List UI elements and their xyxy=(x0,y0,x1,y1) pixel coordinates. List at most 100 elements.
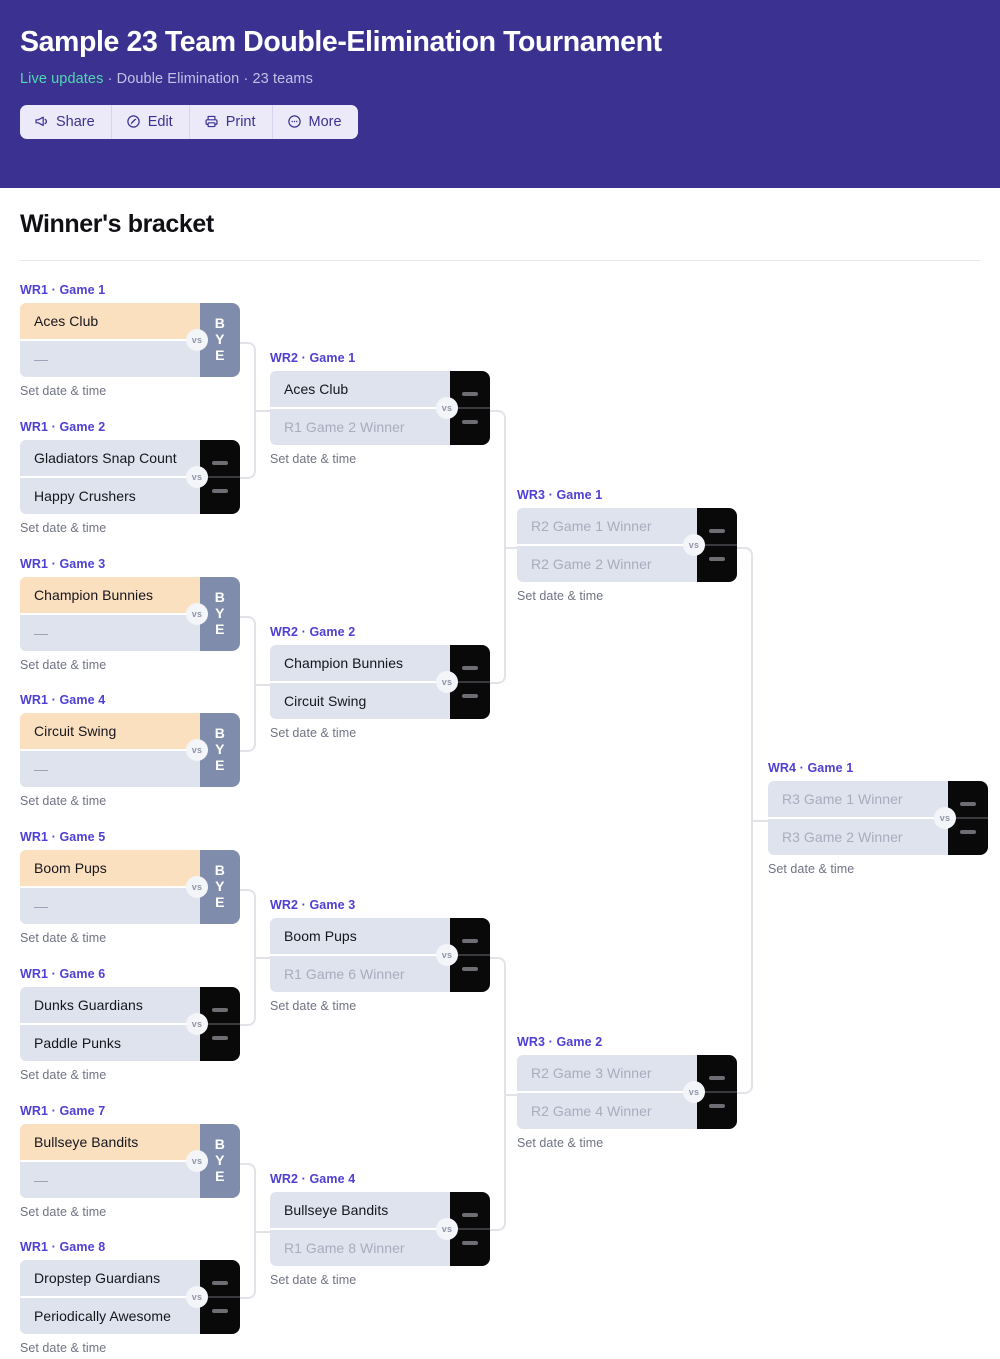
more-button[interactable]: More xyxy=(273,105,358,139)
share-button[interactable]: Share xyxy=(20,104,112,139)
set-date-time-link[interactable]: Set date & time xyxy=(517,1136,604,1150)
team-slot-bottom[interactable]: R3 Game 2 Winner xyxy=(768,817,948,855)
team-slot-top[interactable]: R3 Game 1 Winner xyxy=(782,791,903,807)
set-date-time-link[interactable]: Set date & time xyxy=(20,1068,107,1082)
set-date-time-link[interactable]: Set date & time xyxy=(768,862,855,876)
team-slot-top[interactable]: Circuit Swing xyxy=(20,713,200,749)
score-top-placeholder[interactable] xyxy=(462,666,478,670)
team-slot-bottom[interactable]: — xyxy=(20,613,200,651)
team-slot-top[interactable]: Boom Pups xyxy=(20,850,200,886)
score-top-placeholder[interactable] xyxy=(462,392,478,396)
score-top-placeholder[interactable] xyxy=(709,1076,725,1080)
score-divider xyxy=(450,407,490,409)
team-slot-top[interactable]: Aces Club xyxy=(20,303,200,339)
match-teams: R2 Game 1 Winner R2 Game 2 Winner xyxy=(517,508,697,582)
match-round-label: WR1 · Game 8 xyxy=(20,1240,106,1254)
team-slot-bottom[interactable]: — xyxy=(20,749,200,787)
set-date-time-link[interactable]: Set date & time xyxy=(270,999,357,1013)
score-bottom-placeholder[interactable] xyxy=(212,1309,228,1313)
bracket-connector-stub xyxy=(256,1231,270,1233)
set-date-time-link[interactable]: Set date & time xyxy=(270,726,357,740)
score-bottom-placeholder[interactable] xyxy=(462,967,478,971)
team-slot-bottom[interactable]: R1 Game 6 Winner xyxy=(270,954,450,992)
score-bottom-placeholder[interactable] xyxy=(462,1241,478,1245)
match-round-label: WR1 · Game 7 xyxy=(20,1104,106,1118)
more-button-label: More xyxy=(308,113,342,130)
set-date-time-link[interactable]: Set date & time xyxy=(20,521,107,535)
team-slot-bottom[interactable]: — xyxy=(20,1160,200,1198)
team-slot-bottom[interactable]: R1 Game 8 Winner xyxy=(270,1228,450,1266)
vs-badge: vs xyxy=(436,944,458,966)
vs-badge: vs xyxy=(186,1013,208,1035)
score-top-placeholder[interactable] xyxy=(462,939,478,943)
bye-letter: E xyxy=(215,620,225,637)
team-slot-bottom[interactable]: R1 Game 2 Winner xyxy=(270,407,450,445)
team-slot-bottom[interactable]: Circuit Swing xyxy=(270,681,450,719)
team-slot-bottom[interactable]: Paddle Punks xyxy=(20,1023,200,1061)
score-bottom-placeholder[interactable] xyxy=(709,557,725,561)
team-slot-bottom[interactable]: R2 Game 4 Winner xyxy=(517,1091,697,1129)
team-slot-top[interactable]: Champion Bunnies xyxy=(20,577,200,613)
score-top-placeholder[interactable] xyxy=(212,1281,228,1285)
team-slot-bottom[interactable]: Periodically Awesome xyxy=(20,1296,200,1334)
team-slot-top[interactable]: Champion Bunnies xyxy=(284,655,404,671)
score-top-placeholder[interactable] xyxy=(960,802,976,806)
score-bottom-placeholder[interactable] xyxy=(212,1036,228,1040)
edit-button[interactable]: Edit xyxy=(112,104,190,139)
bye-letter: E xyxy=(215,1167,225,1184)
match-round-label: WR2 · Game 3 xyxy=(270,898,356,912)
set-date-time-link[interactable]: Set date & time xyxy=(270,452,357,466)
print-button[interactable]: Print xyxy=(190,104,273,139)
team-slot-bottom[interactable]: Happy Crushers xyxy=(20,476,200,514)
team-slot-top[interactable]: Boom Pups xyxy=(284,928,357,944)
team-slot-bottom[interactable]: — xyxy=(20,886,200,924)
score-bottom-placeholder[interactable] xyxy=(462,420,478,424)
team-slot-top[interactable]: Bullseye Bandits xyxy=(20,1124,200,1160)
meta-sep-1: · xyxy=(103,70,117,87)
team-slot-top[interactable]: Dropstep Guardians xyxy=(34,1270,161,1286)
team-slot-top[interactable]: Aces Club xyxy=(284,381,349,397)
score-bottom-placeholder[interactable] xyxy=(212,489,228,493)
score-divider xyxy=(697,544,737,546)
score-panel[interactable] xyxy=(200,440,240,514)
team-slot-top[interactable]: R2 Game 3 Winner xyxy=(531,1065,652,1081)
team-slot-top[interactable]: Dunks Guardians xyxy=(34,997,143,1013)
team-slot-top[interactable]: Gladiators Snap Count xyxy=(34,450,177,466)
team-slot-top[interactable]: Bullseye Bandits xyxy=(284,1202,389,1218)
score-bottom-placeholder[interactable] xyxy=(960,830,976,834)
set-date-time-link[interactable]: Set date & time xyxy=(20,931,107,945)
set-date-time-link[interactable]: Set date & time xyxy=(20,384,107,398)
set-date-time-link[interactable]: Set date & time xyxy=(270,1273,357,1287)
team-slot-top[interactable]: R2 Game 1 Winner xyxy=(531,518,652,534)
set-date-time-link[interactable]: Set date & time xyxy=(20,1341,107,1355)
score-top-placeholder[interactable] xyxy=(212,1008,228,1012)
score-top-placeholder[interactable] xyxy=(462,1213,478,1217)
set-date-time-link[interactable]: Set date & time xyxy=(517,589,604,603)
score-bottom-placeholder[interactable] xyxy=(709,1104,725,1108)
score-top-placeholder[interactable] xyxy=(709,529,725,533)
score-bottom-placeholder[interactable] xyxy=(462,694,478,698)
set-date-time-link[interactable]: Set date & time xyxy=(20,1205,107,1219)
header-action-group: Share Edit Print xyxy=(20,104,358,139)
set-date-time-link[interactable]: Set date & time xyxy=(20,658,107,672)
set-date-time-link[interactable]: Set date & time xyxy=(20,794,107,808)
score-top-placeholder[interactable] xyxy=(212,461,228,465)
team-slot-bottom[interactable]: R2 Game 2 Winner xyxy=(517,544,697,582)
team-slot-bottom[interactable]: — xyxy=(20,339,200,377)
